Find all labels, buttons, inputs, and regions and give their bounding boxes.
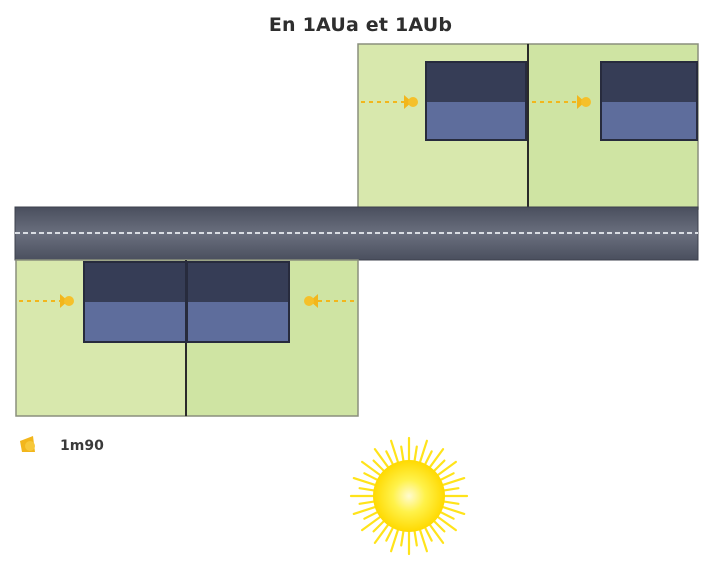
top-house-left <box>425 61 527 141</box>
bottom-house-right <box>186 261 290 343</box>
top-parcels <box>357 43 699 210</box>
setback-arrow-top-1 <box>361 95 418 109</box>
setback-arrow-top-2 <box>532 95 591 109</box>
legend-label: 1m90 <box>60 438 104 454</box>
setback-arrow-bottom-2 <box>304 294 356 308</box>
sun-icon <box>349 436 469 556</box>
sun-wedge-icon <box>20 436 35 452</box>
bottom-parcels <box>15 259 359 417</box>
top-house-right <box>600 61 698 141</box>
bottom-house-left <box>83 261 187 343</box>
setback-arrow-bottom-1 <box>19 294 74 308</box>
road <box>14 206 699 261</box>
diagram-title: En 1AUa et 1AUb <box>268 14 453 36</box>
